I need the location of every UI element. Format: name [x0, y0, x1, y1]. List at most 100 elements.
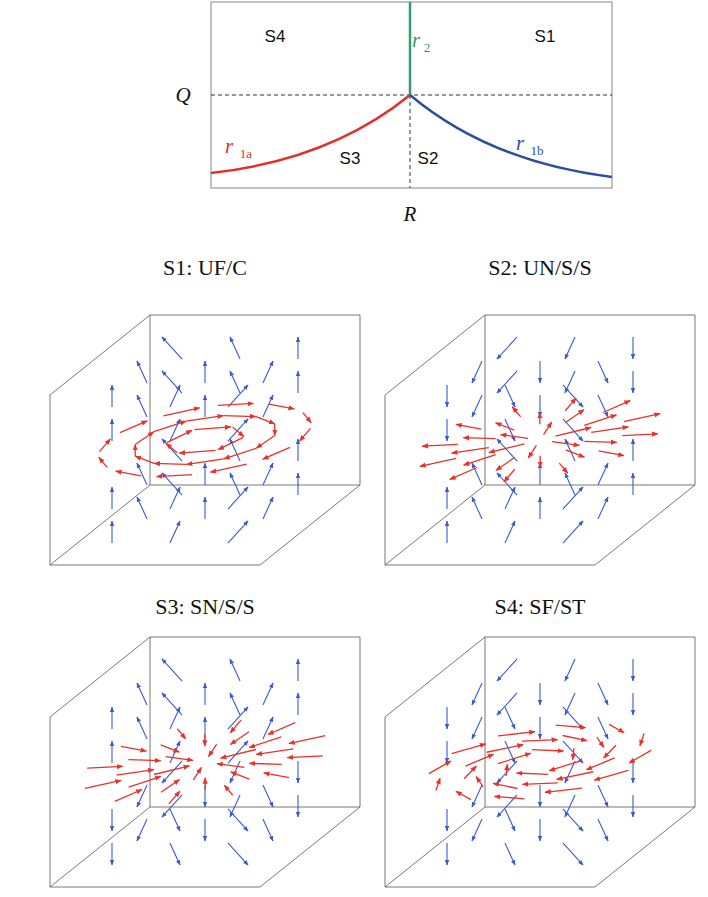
boundary-subscript: 2 [424, 41, 431, 54]
vertical-vector [228, 843, 248, 865]
planar-vector [256, 749, 293, 755]
vertical-vector [230, 473, 240, 495]
vertical-vector [204, 683, 205, 705]
panel-title: S4: SF/ST [494, 596, 585, 618]
vertical-vector [204, 361, 205, 383]
planar-vector [187, 459, 224, 465]
r1a-boundary [211, 95, 410, 173]
vertical-vector [170, 809, 180, 831]
box-edge [595, 485, 695, 565]
vertical-vector [565, 337, 575, 359]
planar-vector [557, 772, 594, 780]
vertical-vector [170, 707, 180, 729]
planar-vector [179, 450, 215, 453]
planar-vector [465, 754, 493, 766]
planar-vector [210, 464, 246, 472]
vertical-vector [505, 385, 515, 407]
vertical-vector [162, 371, 182, 393]
vertical-vector [472, 463, 482, 485]
planar-vector [230, 732, 249, 745]
plot-frame [211, 2, 612, 188]
vertical-vector [230, 693, 240, 715]
vertical-vector [565, 473, 575, 495]
vertical-vector [228, 419, 248, 441]
r1b-boundary [410, 95, 612, 177]
vertical-vector [632, 659, 633, 681]
vertical-vector [446, 385, 447, 407]
planar-vector [169, 791, 180, 804]
planar-vector [436, 778, 440, 790]
planar-vector [289, 736, 325, 744]
vertical-vector [263, 361, 273, 383]
vertical-vector [263, 395, 273, 417]
vector-field-panel [50, 637, 360, 887]
planar-vector [464, 455, 496, 466]
vertical-vector [598, 395, 608, 417]
planar-vector [129, 777, 161, 788]
vertical-vector [297, 761, 298, 783]
planar-vector [256, 417, 275, 424]
planar-vector [163, 408, 199, 416]
vertical-vector [137, 819, 147, 841]
vertical-vector [632, 337, 633, 359]
planar-vector [287, 756, 323, 758]
vertical-vector [230, 337, 240, 359]
vertical-vector [446, 487, 447, 509]
boundary-subscript: 1b [531, 144, 544, 157]
planar-vector [300, 428, 311, 441]
vertical-vector [162, 337, 182, 359]
planar-vector [99, 457, 107, 467]
planar-vector [494, 796, 524, 798]
vertical-vector [230, 795, 240, 817]
planar-vector [504, 469, 515, 482]
vertical-vector [505, 809, 515, 831]
boundary-label: r [516, 133, 524, 154]
planar-vector [204, 778, 205, 790]
planar-vector [194, 427, 230, 430]
vertical-vector [297, 795, 298, 817]
planar-vector [566, 450, 585, 457]
planar-vector [463, 437, 495, 439]
planar-vector [186, 416, 223, 422]
vertical-vector [497, 473, 517, 495]
box-edge [50, 485, 150, 565]
vertical-vector [162, 693, 182, 715]
planar-vector [166, 443, 177, 452]
vertical-vector [505, 707, 515, 729]
vertical-vector [297, 371, 298, 393]
box-edge [150, 315, 360, 316]
box-edge [50, 887, 260, 888]
vertical-vector [263, 785, 273, 807]
planar-vector [559, 463, 567, 473]
vertical-vector [204, 819, 205, 841]
planar-vector [177, 729, 185, 739]
vertical-vector [598, 717, 608, 739]
vertical-vector [170, 521, 180, 543]
planar-vector [523, 783, 558, 784]
planar-vector [609, 724, 624, 732]
planar-vector [249, 763, 281, 765]
planar-vector [224, 785, 232, 795]
planar-vector [640, 734, 644, 746]
planar-vector [217, 764, 244, 768]
box-edge [260, 485, 360, 565]
planar-vector [556, 427, 592, 436]
box-edge [150, 485, 360, 486]
vertical-vector [497, 761, 517, 783]
planar-vector [154, 421, 186, 432]
planar-vector [565, 410, 584, 423]
vertical-vector [297, 439, 298, 461]
vertical-vector [632, 761, 633, 783]
box-edge [385, 887, 595, 888]
vertical-vector [111, 809, 112, 831]
planar-vector [116, 471, 141, 476]
planar-vector [85, 780, 121, 788]
vertical-vector [111, 385, 112, 407]
planar-vector [544, 422, 552, 434]
planar-vector [161, 780, 180, 793]
vertical-vector [170, 419, 180, 441]
vertical-vector [446, 419, 447, 441]
vertical-vector [111, 419, 112, 441]
planar-vector [493, 783, 517, 788]
planar-vector [264, 773, 289, 778]
